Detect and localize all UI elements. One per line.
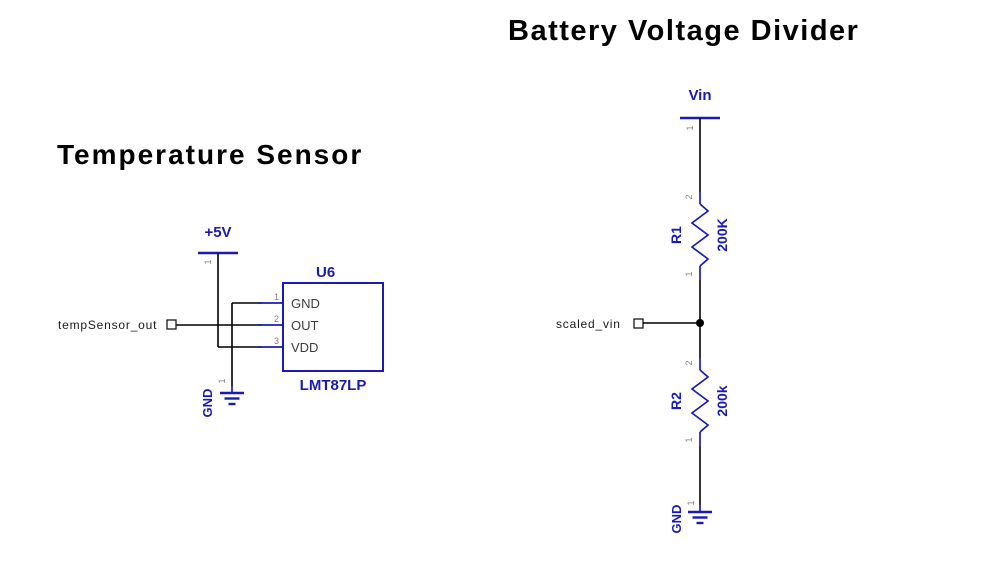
r2-pin-top-number: 2: [684, 360, 694, 365]
r1-resistor: R1 200K 2 1: [668, 192, 730, 280]
temperature-sensor-circuit: +5V 1 GND 1 U6 LMT87LP: [58, 224, 384, 418]
scaled-vin-net: scaled_vin: [556, 317, 700, 331]
battery-divider-title: Battery Voltage Divider: [508, 15, 860, 47]
ground-pin-number: 1: [217, 378, 227, 383]
u6-pin3-name: VDD: [291, 340, 318, 355]
r1-pin-bottom-number: 1: [684, 271, 694, 276]
vin-pin-number: 1: [685, 125, 695, 130]
u6-component: U6 LMT87LP 1 2 3 GND OUT VDD: [258, 264, 384, 394]
plus5v-label: +5V: [204, 224, 231, 241]
u6-pin3-number: 3: [274, 336, 279, 346]
net-connector-icon: [166, 319, 177, 330]
battery-divider-circuit: Vin 1 R1 200K 2 1 scaled_vin: [556, 87, 730, 533]
u6-pin2-name: OUT: [291, 318, 319, 333]
u6-reference: U6: [316, 264, 335, 281]
plus5v-pin-number: 1: [203, 259, 213, 264]
u6-value: LMT87LP: [300, 377, 367, 394]
r1-zigzag: [690, 203, 710, 267]
r2-zigzag: [690, 369, 710, 433]
r1-reference: R1: [668, 226, 684, 244]
r2-pin-bottom-number: 1: [684, 437, 694, 442]
temperature-sensor-title: Temperature Sensor: [57, 139, 364, 170]
tempsensor-out-net: tempSensor_out: [58, 318, 177, 332]
ground-symbol-icon: [220, 386, 244, 406]
r1-pin-top-number: 2: [684, 194, 694, 199]
r2-resistor: R2 200k 2 1: [668, 358, 730, 446]
r1-value: 200K: [714, 218, 730, 251]
ground-net-label: GND: [669, 505, 684, 534]
ground-pin-number: 1: [686, 500, 696, 505]
r2-value: 200k: [714, 385, 730, 416]
ground-symbol-icon: [688, 505, 712, 525]
r2-reference: R2: [668, 392, 684, 410]
net-connector-icon: [633, 318, 644, 329]
u6-pin1-name: GND: [291, 296, 320, 311]
vin-label: Vin: [688, 87, 711, 104]
u6-pin2-number: 2: [274, 314, 279, 324]
u6-body: [282, 282, 384, 372]
scaled-vin-label: scaled_vin: [556, 317, 621, 331]
tempsensor-out-label: tempSensor_out: [58, 318, 157, 332]
u6-pin1-number: 1: [274, 292, 279, 302]
ground-net-label: GND: [200, 389, 215, 418]
